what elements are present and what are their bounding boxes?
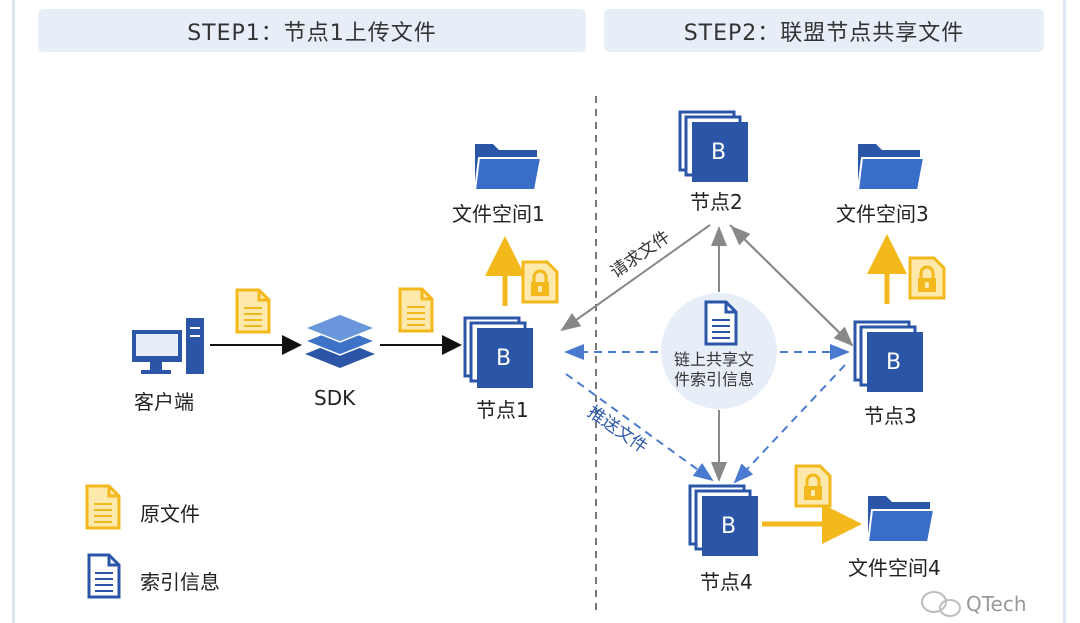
lock-icon — [794, 464, 832, 508]
node1-glyph: B — [496, 346, 512, 371]
index-doc-icon — [704, 300, 738, 346]
wechat-icon — [921, 591, 961, 617]
lock-icon — [908, 256, 946, 300]
step1-header: STEP1：节点1上传文件 — [38, 9, 586, 52]
request-arrow — [560, 224, 711, 332]
index-line2: 件索引信息 — [674, 370, 755, 389]
space3-label: 文件空间3 — [836, 202, 929, 226]
folder-icon — [474, 143, 542, 191]
watermark-text: QTech — [966, 592, 1027, 616]
node4-glyph: B — [721, 514, 737, 539]
legend-index-icon — [87, 553, 121, 599]
step2-header: STEP2：联盟节点共享文件 — [604, 9, 1044, 52]
legend-original-icon — [85, 484, 121, 530]
node3-glyph: B — [886, 350, 902, 375]
space4-label: 文件空间4 — [848, 556, 941, 580]
original-file-icon — [235, 288, 271, 334]
layers-icon — [302, 313, 378, 368]
computer-icon — [132, 318, 204, 374]
folder-icon — [857, 143, 925, 191]
sdk-label: SDK — [314, 386, 356, 410]
push-arrow — [733, 364, 846, 484]
legend-index-label: 索引信息 — [140, 570, 220, 594]
node3-label: 节点3 — [864, 404, 917, 428]
legend-original-label: 原文件 — [140, 502, 200, 526]
sync-arrow — [730, 225, 853, 346]
index-circle — [661, 293, 777, 409]
node2-glyph: B — [711, 140, 727, 165]
original-file-icon — [398, 287, 434, 333]
lock-icon — [521, 260, 559, 304]
client-label: 客户端 — [134, 390, 194, 414]
node2-label: 节点2 — [690, 190, 743, 214]
index-line1: 链上共享文 — [674, 350, 755, 369]
node1-label: 节点1 — [476, 398, 529, 422]
push-arrow — [565, 373, 714, 482]
folder-icon — [867, 495, 935, 543]
diagram-frame — [12, 0, 1066, 623]
space1-label: 文件空间1 — [452, 202, 545, 226]
node4-label: 节点4 — [700, 570, 753, 594]
